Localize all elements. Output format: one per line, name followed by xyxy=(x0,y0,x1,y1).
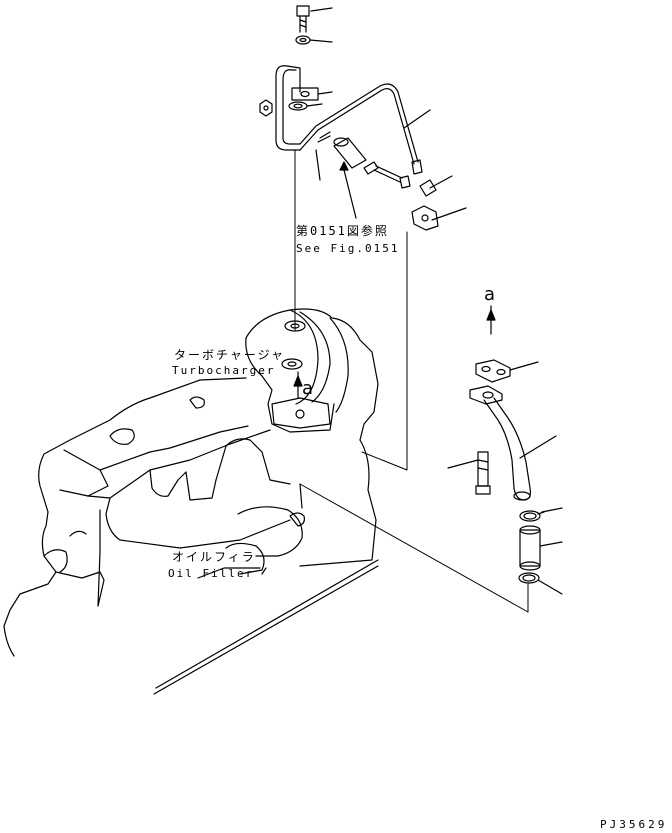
view-a-label: a xyxy=(484,284,496,305)
turbocharger-label-jp: ターボチャージャ xyxy=(174,348,286,362)
top-washer xyxy=(295,35,333,45)
ref-fig-label-en: See Fig.0151 xyxy=(296,242,400,255)
view-a-arrow xyxy=(486,305,496,335)
hose-clamps xyxy=(518,507,563,595)
guide-lines xyxy=(294,149,529,613)
ref-fig-label-jp: 第0151図参照 xyxy=(296,224,389,238)
side-bolt xyxy=(447,451,491,495)
engine-block-outline xyxy=(3,377,379,695)
turbo-view-a-label: a xyxy=(302,378,314,399)
pipe-assembly xyxy=(259,65,467,231)
oil-filler-label-en: Oil Filler xyxy=(168,567,255,580)
oil-pipe-flange xyxy=(469,359,557,501)
turbocharger-outline xyxy=(245,308,379,441)
drawing-code: PJ35629 xyxy=(600,818,668,831)
oil-filler-label-jp: オイルフィラ xyxy=(172,550,256,564)
top-bolt xyxy=(296,5,333,33)
turbocharger-label-en: Turbocharger xyxy=(172,364,276,377)
